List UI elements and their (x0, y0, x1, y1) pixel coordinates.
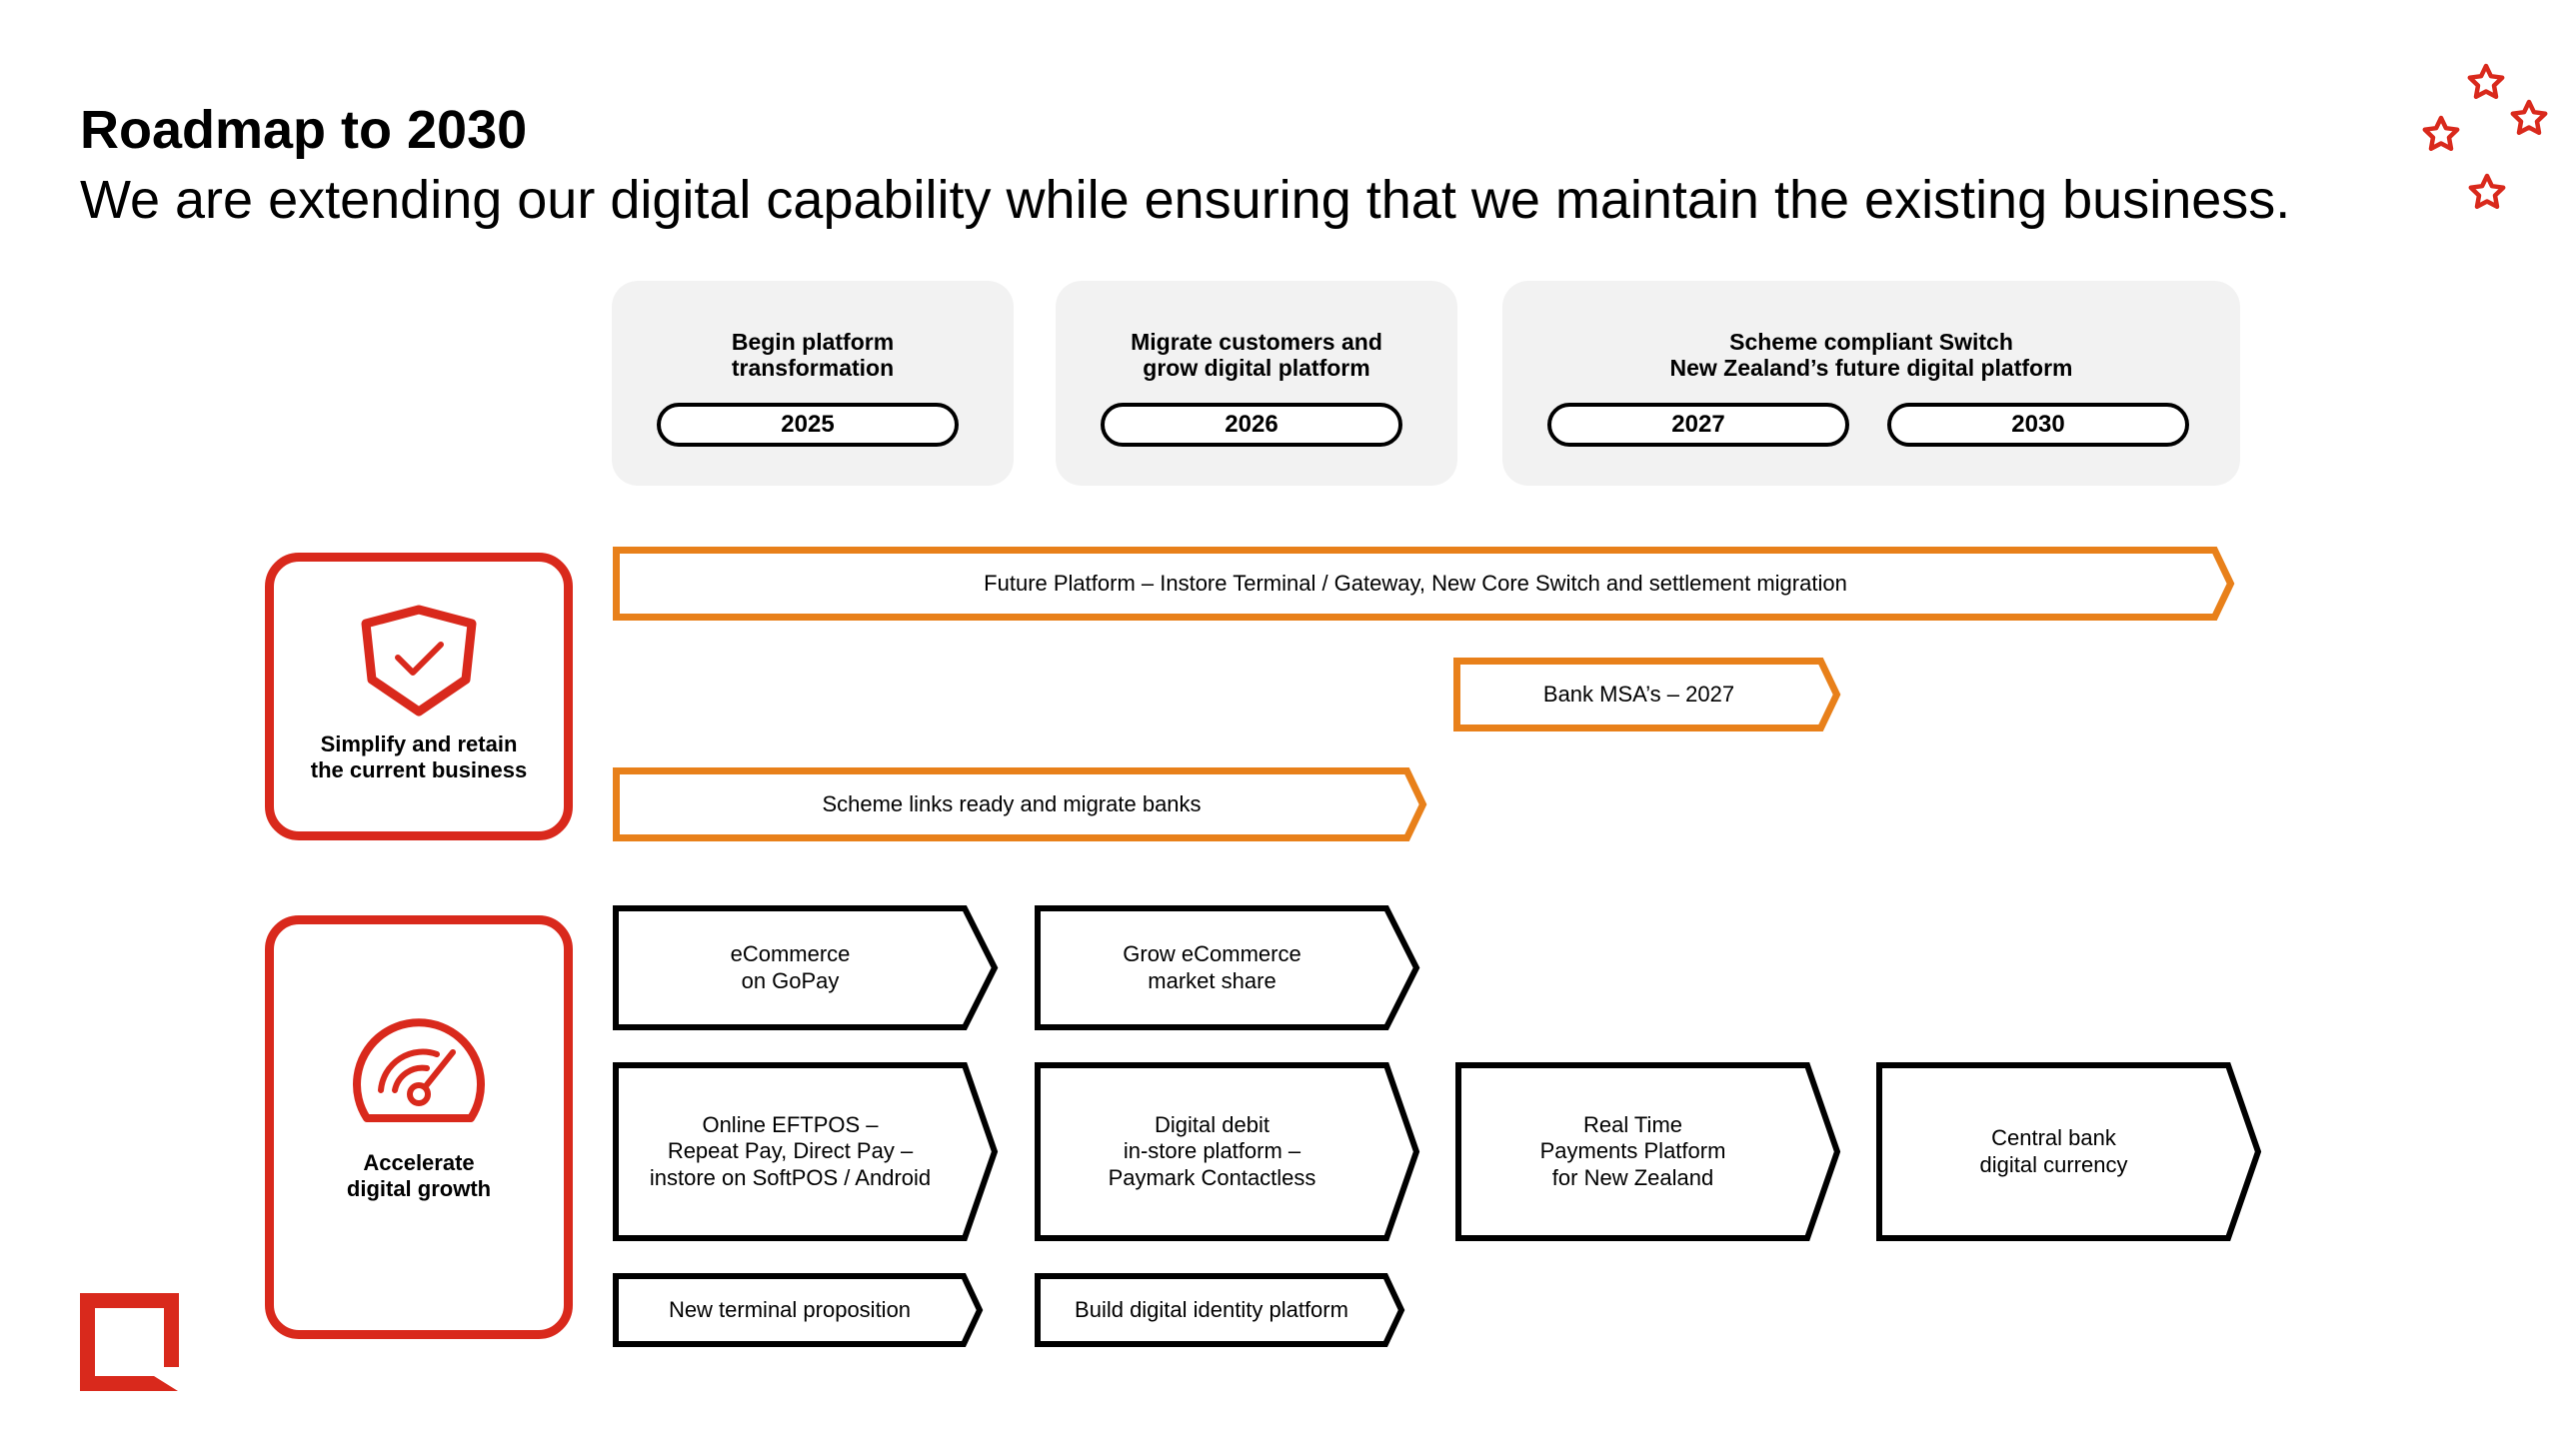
phase-box-2026: Migrate customers and grow digital platf… (1056, 281, 1457, 486)
arrow-digital-identity-shape (1035, 1273, 1405, 1347)
arrow-future-platform-label: Future Platform – Instore Terminal / Gat… (984, 570, 1847, 596)
arrow-new-terminal-shape (613, 1273, 984, 1347)
arrow-ecommerce-gopay-label: eCommerce on GoPay (730, 941, 851, 993)
arrow-bank-msa-label: Bank MSA’s – 2027 (1542, 681, 1735, 707)
arrow-online-eftpos-shape (613, 1062, 999, 1241)
arrow-scheme-links-label: Scheme links ready and migrate banks (822, 790, 1202, 816)
phase-title: Migrate customers and grow digital platf… (1131, 329, 1382, 382)
pillar-label: Accelerate digital growth (346, 1150, 492, 1202)
phase-box-2027-2030: Scheme compliant Switch New Zealand’s fu… (1502, 281, 2240, 486)
pillar-simplify: Simplify and retain the current business (265, 553, 573, 840)
year-pill-2026: 2026 (1101, 403, 1402, 447)
phase-title: Scheme compliant Switch New Zealand’s fu… (1669, 329, 2073, 382)
pillar-accelerate: Accelerate digital growth (265, 915, 573, 1339)
arrow-bank-msa-shape (1453, 658, 1841, 731)
phase-title: Begin platform transformation (731, 329, 895, 382)
pillar-label: Simplify and retain the current business (310, 731, 528, 783)
year-pill-2027: 2027 (1547, 403, 1849, 447)
arrow-scheme-links-shape (613, 767, 1427, 841)
arrow-digital-debit-label: Digital debit in-store platform – Paymar… (1108, 1111, 1316, 1190)
arrow-ecommerce-gopay-shape (613, 905, 999, 1030)
arrow-real-time-payments-shape (1455, 1062, 1841, 1241)
arrow-online-eftpos-label: Online EFTPOS – Repeat Pay, Direct Pay –… (649, 1111, 932, 1190)
arrow-real-time-payments-label: Real Time Payments Platform for New Zeal… (1539, 1111, 1726, 1190)
arrow-central-bank-currency-label: Central bank digital currency (1979, 1125, 2128, 1177)
arrow-grow-ecommerce-label: Grow eCommerce market share (1123, 941, 1301, 993)
page-title: Roadmap to 2030 (80, 100, 528, 160)
year-pill-2030: 2030 (1887, 403, 2189, 447)
speedometer-icon (353, 1018, 485, 1122)
arrow-future-platform-shape (613, 547, 2235, 621)
stars-icon (2394, 55, 2554, 220)
page-subtitle: We are extending our digital capability … (80, 170, 2291, 230)
arrow-grow-ecommerce-shape (1035, 905, 1420, 1030)
phase-box-2025: Begin platform transformation 2025 (612, 281, 1014, 486)
arrow-central-bank-currency-shape (1876, 1062, 2262, 1241)
year-pill-2025: 2025 (657, 403, 959, 447)
arrow-digital-identity-label: Build digital identity platform (1075, 1296, 1348, 1322)
arrow-new-terminal-label: New terminal proposition (668, 1296, 912, 1322)
shield-check-icon (361, 605, 477, 717)
arrow-digital-debit-shape (1035, 1062, 1420, 1241)
logo-icon (80, 1293, 179, 1391)
